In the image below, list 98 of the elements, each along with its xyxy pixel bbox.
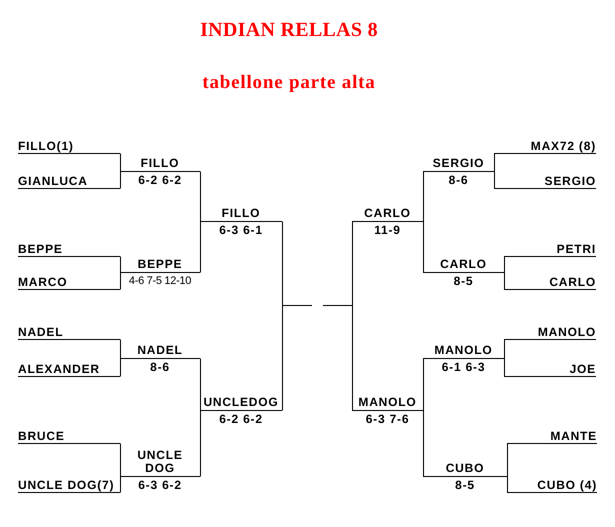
player-name: NADEL — [18, 325, 64, 339]
winner-name: NADEL — [137, 344, 183, 357]
player-slot — [507, 429, 597, 444]
player-name: SERGIO — [544, 174, 596, 188]
final-slot-line — [282, 305, 312, 306]
match-result-slot — [200, 207, 282, 237]
match-result-slot — [352, 396, 423, 426]
player-name: GIANLUCA — [18, 174, 88, 188]
player-slot — [504, 242, 596, 257]
match-score: 6-3 6-2 — [138, 479, 182, 492]
player-name: MAX72 (8) — [530, 139, 596, 153]
player-slot — [504, 325, 596, 340]
bracket-line — [120, 153, 121, 172]
bracket-line — [504, 339, 505, 359]
bracket-line — [200, 358, 201, 411]
player-slot — [504, 362, 596, 377]
bracket-line — [282, 305, 283, 411]
match-result-slot — [423, 462, 507, 492]
winner-name: CARLO — [364, 207, 411, 220]
player-name: CARLO — [549, 275, 596, 289]
player-slot — [18, 275, 120, 290]
match-score: 6-2 6-2 — [219, 413, 263, 426]
player-name: MANTE — [550, 429, 597, 443]
bracket-line — [120, 358, 121, 377]
match-score: 8-5 — [455, 479, 475, 492]
match-result-slot — [423, 157, 494, 187]
match-score: 6-3 7-6 — [366, 413, 410, 426]
player-slot — [18, 325, 120, 340]
bracket-line — [423, 221, 424, 273]
bracket-line — [352, 305, 353, 411]
winner-name: FILLO — [222, 207, 260, 220]
player-slot — [18, 362, 120, 377]
bracket-line — [352, 221, 353, 306]
player-name: JOE — [570, 362, 596, 376]
match-score: 8-6 — [448, 174, 468, 187]
bracket-line — [494, 153, 495, 172]
player-name: BEPPE — [18, 242, 63, 256]
bracket-line — [120, 339, 121, 359]
bracket-line — [200, 221, 201, 273]
match-score: 11-9 — [374, 224, 401, 237]
match-score: 8-6 — [150, 361, 170, 374]
bracket-line — [120, 272, 121, 290]
player-slot — [18, 174, 120, 189]
player-name: UNCLE DOG(7) — [18, 478, 114, 492]
match-score: 6-1 6-3 — [442, 361, 486, 374]
player-slot — [494, 174, 596, 189]
player-slot — [18, 429, 120, 444]
player-name: FILLO(1) — [18, 139, 74, 153]
bracket-line — [120, 171, 121, 189]
match-score: 8-5 — [454, 275, 474, 288]
winner-name: MANOLO — [434, 344, 493, 357]
player-name: MARCO — [18, 275, 68, 289]
match-result-slot — [200, 396, 282, 426]
bracket-line — [200, 410, 201, 477]
match-result-slot — [423, 258, 504, 288]
player-slot — [507, 478, 597, 493]
winner-name: BEPPE — [138, 258, 182, 271]
bracket-line — [504, 272, 505, 290]
bracket-line — [120, 476, 121, 493]
match-score: 6-3 6-1 — [219, 224, 263, 237]
bracket-line — [423, 358, 424, 411]
match-result-slot — [120, 449, 200, 492]
bracket-line — [507, 443, 508, 477]
title: INDIAN RELLAS 8 — [200, 19, 378, 42]
bracket-line — [423, 410, 424, 477]
bracket-line — [494, 171, 495, 189]
match-score: 4-6 7-5 12-10 — [128, 275, 192, 288]
winner-name: MANOLO — [358, 396, 417, 409]
player-slot — [18, 139, 120, 154]
winner-name: UNCLE DOG — [136, 449, 184, 475]
player-name: PETRI — [556, 242, 596, 256]
winner-name: CARLO — [440, 258, 487, 271]
player-slot — [504, 275, 596, 290]
bracket-line — [423, 171, 424, 222]
match-result-slot — [120, 157, 200, 187]
winner-name: SERGIO — [432, 157, 484, 170]
subtitle: tabellone parte alta — [202, 72, 376, 94]
match-score: 6-2 6-2 — [138, 174, 182, 187]
match-result-slot — [423, 344, 504, 374]
player-name: CUBO (4) — [537, 478, 597, 492]
bracket-line — [200, 171, 201, 222]
player-name: MANOLO — [538, 325, 596, 339]
player-name: ALEXANDER — [18, 362, 100, 376]
match-result-slot — [120, 344, 200, 374]
final-slot-line — [323, 305, 352, 306]
bracket-line — [504, 358, 505, 377]
winner-name: UNCLEDOG — [203, 396, 279, 409]
winner-name: FILLO — [140, 157, 180, 170]
winner-name: CUBO — [446, 462, 484, 475]
bracket-line — [504, 256, 505, 273]
bracket-line — [507, 476, 508, 493]
bracket-line — [120, 443, 121, 477]
bracket-line — [282, 221, 283, 306]
player-slot — [494, 139, 596, 154]
player-slot — [18, 242, 120, 257]
player-name: BRUCE — [18, 429, 65, 443]
match-result-slot — [352, 207, 423, 237]
bracket-line — [120, 256, 121, 273]
